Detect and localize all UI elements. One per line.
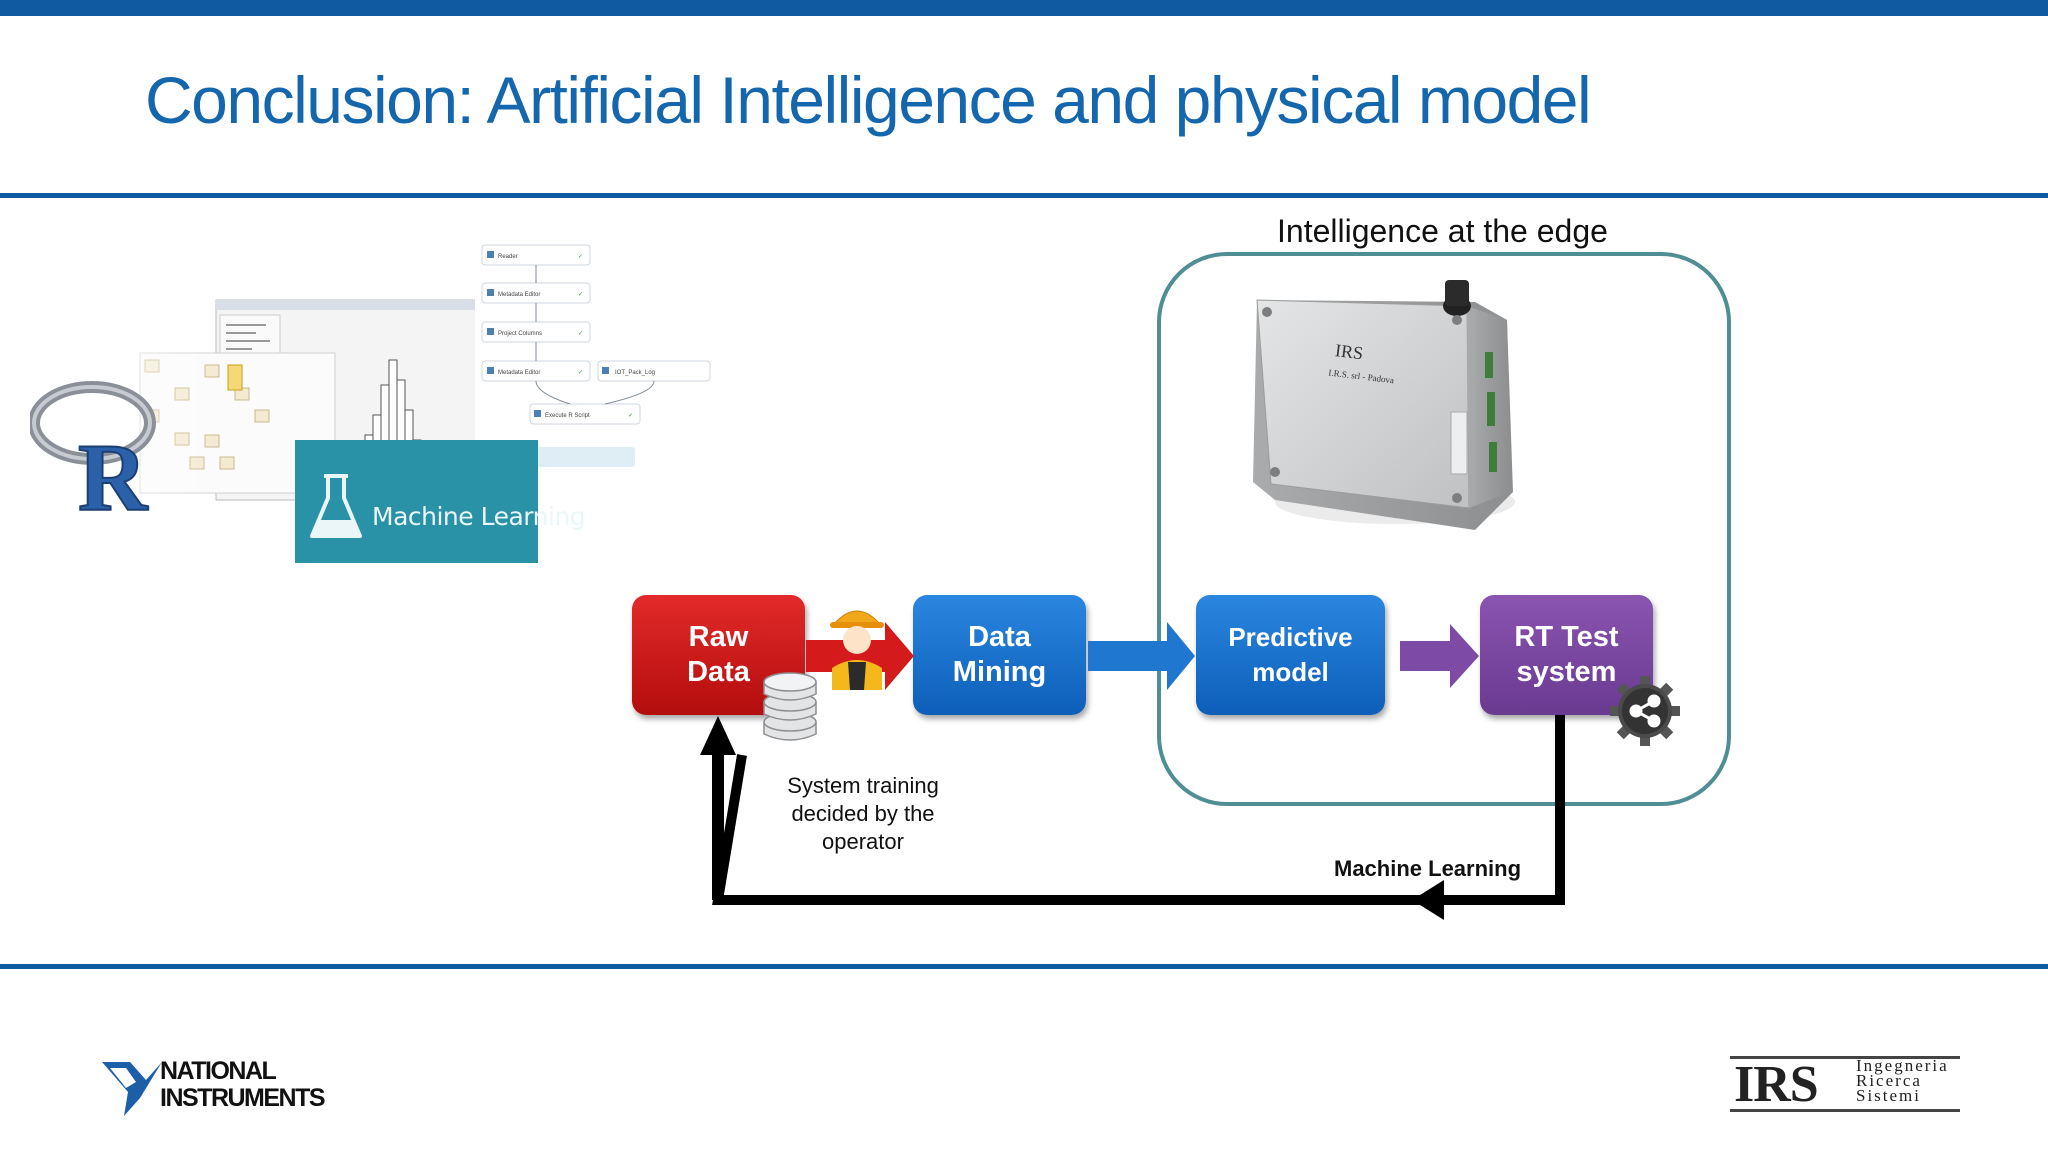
wf-node-execute-r: Execute R Script [545,413,590,419]
edge-frame [1157,252,1731,806]
slide-title: Conclusion: Artificial Intelligence and … [145,63,1592,137]
data-mining-box: Data Mining [913,595,1086,715]
arrow-raw-to-mining [806,622,914,690]
irs-tagline-2: Ricerca [1856,1071,1922,1090]
svg-text:✓: ✓ [628,413,633,419]
device-label-irs: IRS [1334,340,1364,363]
wf-node-reader: Reader [498,254,518,260]
wf-node-metadata-1: Metadata Editor [498,292,540,298]
svg-text:✓: ✓ [578,292,583,298]
irs-logo-rule-bottom [1730,1109,1960,1112]
wf-node-metadata-2: Metadata Editor [498,370,540,376]
ni-logo-line-1: NATIONAL [160,1057,277,1085]
irs-logo: IRS [1734,1056,1819,1113]
rt-test-system-label: RT Test system [1514,621,1619,688]
r-logo: R [30,381,156,532]
workflow-panel: Reader Metadata Editor Project Columns M… [475,235,720,480]
ni-logo-text: NATIONAL INSTRUMENTS [160,1057,326,1112]
machine-learning-banner [295,440,538,563]
operator-caption-text: System training decided by the operator [787,773,939,854]
share-gear-icon [1610,676,1680,746]
ni-logo-line-2: INSTRUMENTS [160,1084,326,1112]
svg-text:✓: ✓ [578,331,583,337]
svg-text:✓: ✓ [578,370,583,376]
feedback-loop-left-segment [713,750,723,904]
r-logo-letter: R [78,424,149,531]
ml-tools-collage: Reader Metadata Editor Project Columns M… [30,235,720,555]
feedback-arrowhead-up [700,716,736,755]
wf-node-project-columns: Project Columns [498,331,542,337]
irs-tagline-3: Sistemi [1856,1086,1922,1105]
predictive-model-label: Predictive model [1228,622,1353,687]
data-mining-label: Data Mining [952,621,1047,688]
operator-worker-icon [830,610,884,690]
feedback-label: Machine Learning [1334,856,1522,881]
wf-node-iot-pack: IOT_Pack_Log [615,370,655,376]
arrow-predictive-to-rt [1400,624,1479,688]
raw-data-label: Raw Data [687,621,750,688]
database-icon [763,672,817,741]
feedback-arrowhead-left [1412,880,1444,920]
ni-eagle-icon [102,1062,162,1116]
edge-device-image: IRS I.R.S. srl - Padova [1253,280,1515,530]
svg-text:✓: ✓ [578,254,583,260]
machine-learning-banner-text: Machine Learning [372,502,586,531]
operator-caption: System training decided by the operator [745,772,981,856]
irs-tagline-1: Ingegneria [1856,1056,1949,1075]
arrow-mining-to-predictive [1088,622,1195,690]
flask-icon [310,474,362,538]
header-rule [0,193,2048,198]
irs-logo-rule-top [1730,1056,1960,1059]
footer-rule [0,964,2048,969]
predictive-model-box: Predictive model [1196,595,1385,715]
irs-tagline: Ingegneria Ricerca Sistemi [1856,1056,1949,1105]
edge-label: Intelligence at the edge [1277,213,1608,249]
top-bar [0,0,2048,16]
feedback-loop-line [712,715,1565,905]
